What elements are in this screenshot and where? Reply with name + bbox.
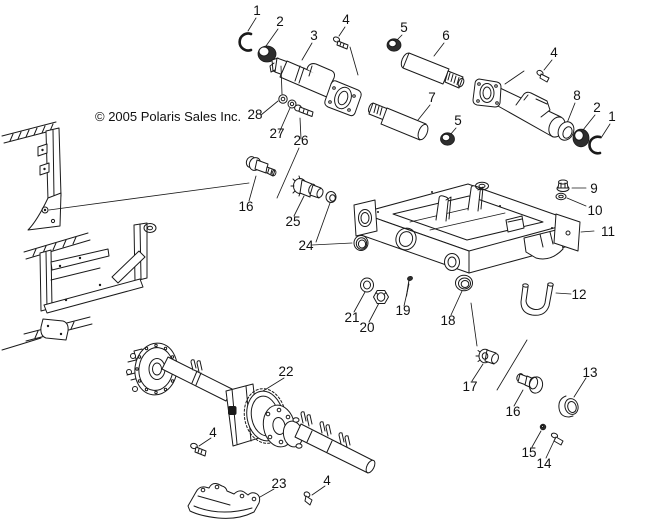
part-callout-20: 20 <box>359 320 374 335</box>
part-callout-9: 9 <box>590 181 598 196</box>
part-callout-4: 4 <box>209 425 217 440</box>
part-callout-10: 10 <box>587 203 602 218</box>
part-callout-1: 1 <box>608 109 616 124</box>
vehicle-frame <box>1 121 157 351</box>
spacer-ring-5-lower <box>440 132 455 146</box>
part-callout-27: 27 <box>269 126 284 141</box>
pivot-bolt-16-lower <box>516 373 544 394</box>
washer-28 <box>278 94 288 104</box>
cap-13 <box>558 395 579 418</box>
swing-arm-frame-11 <box>353 181 581 274</box>
washer-21 <box>360 277 374 293</box>
part-callout-4: 4 <box>550 45 558 60</box>
bolt-4-axle-left <box>190 442 207 457</box>
bolt-26 <box>294 104 314 117</box>
part-callout-5: 5 <box>400 20 408 35</box>
part-callout-6: 6 <box>442 28 450 43</box>
part-callout-16: 16 <box>238 199 253 214</box>
part-callout-22: 22 <box>278 364 293 379</box>
part-callout-11: 11 <box>601 224 615 239</box>
part-callout-5: 5 <box>454 113 462 128</box>
bushing-24-outer <box>353 235 369 251</box>
part-callout-18: 18 <box>440 313 455 328</box>
part-callout-13: 13 <box>582 365 597 380</box>
bolt-4-topleft <box>332 36 349 50</box>
bushing-8 <box>557 121 575 141</box>
bolt-14 <box>550 432 564 446</box>
bolt-4-topright <box>536 69 550 83</box>
pivot-tube-weldment-right <box>472 78 566 138</box>
part-callout-15: 15 <box>521 445 536 460</box>
nut-20 <box>373 290 389 304</box>
bolt-4-axle-right <box>303 491 313 506</box>
part-callout-16: 16 <box>505 404 520 419</box>
shaft-7 <box>368 102 429 141</box>
washer-27 <box>287 99 297 109</box>
part-callout-2: 2 <box>276 14 284 29</box>
part-callout-1: 1 <box>253 3 261 18</box>
copyright-text: © 2005 Polaris Sales Inc. <box>95 109 241 124</box>
part-callout-25: 25 <box>285 214 300 229</box>
part-callout-19: 19 <box>395 303 410 318</box>
part-callout-4: 4 <box>342 12 350 27</box>
plug-17 <box>475 348 499 365</box>
pivot-shaft-16-upper <box>245 156 277 177</box>
snap-ring-1-left <box>238 32 253 52</box>
part-callout-7: 7 <box>428 90 436 105</box>
part-callout-8: 8 <box>573 88 581 103</box>
pin-19 <box>406 276 413 297</box>
bushing-set-25 <box>290 175 324 199</box>
nut-9 <box>556 179 570 192</box>
part-callout-3: 3 <box>310 28 318 43</box>
bushing-18 <box>455 274 473 292</box>
bushing-2-right <box>572 128 590 148</box>
axle-assembly-22 <box>126 342 376 474</box>
nut-15 <box>539 423 547 431</box>
part-callout-2: 2 <box>593 100 601 115</box>
leader-lines <box>48 17 611 502</box>
part-callout-4: 4 <box>323 473 331 488</box>
bushing-2-left <box>257 45 277 63</box>
spacer-ring-5-upper <box>386 38 402 52</box>
part-callout-21: 21 <box>344 310 359 325</box>
bushing-24-inner <box>325 191 337 203</box>
part-callout-12: 12 <box>571 287 586 302</box>
shaft-6 <box>400 52 465 89</box>
skid-plate-23 <box>187 483 261 519</box>
snap-ring-1-right <box>588 135 602 155</box>
part-callout-26: 26 <box>293 133 308 148</box>
part-callout-14: 14 <box>536 456 552 471</box>
pivot-tube-weldment-3 <box>269 57 362 117</box>
part-callout-24: 24 <box>298 238 314 253</box>
part-callout-28: 28 <box>247 107 262 122</box>
part-callout-17: 17 <box>462 379 477 394</box>
washer-10 <box>555 192 567 201</box>
u-bolt-12 <box>520 282 554 316</box>
part-callout-23: 23 <box>271 476 286 491</box>
